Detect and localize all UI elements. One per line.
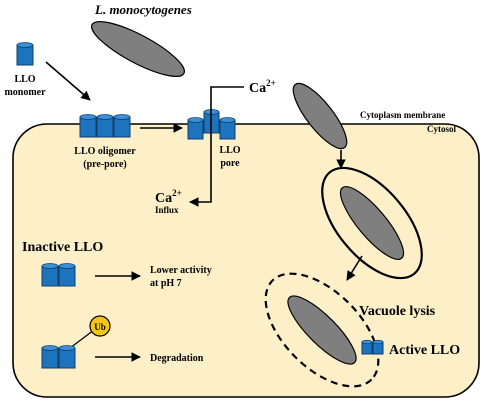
host-cell xyxy=(12,123,480,398)
pore-label-2: pore xyxy=(220,158,240,169)
oligomer-label: LLO oligomer xyxy=(74,146,136,157)
arrow-vacuole-to-lysis xyxy=(346,255,363,281)
ubiquitinated-llo-icon xyxy=(41,345,76,369)
bacterium-released xyxy=(287,295,357,365)
influx-label: Influx xyxy=(155,205,179,215)
bacterium-in-vacuole xyxy=(339,186,405,260)
ub-label: Ub xyxy=(94,322,106,332)
ca-influx-arrow xyxy=(189,86,244,207)
vacuole-lysis-label: Vacuole lysis xyxy=(359,304,436,319)
lower-activity-label: Lower activity xyxy=(150,265,212,276)
llo-monomer-label: LLO xyxy=(14,74,35,85)
inactive-llo-label: Inactive LLO xyxy=(22,240,103,255)
vacuole-intact xyxy=(321,166,423,280)
ca-influx-label: Ca2+ xyxy=(155,188,182,206)
pore-label: LLO xyxy=(219,145,240,156)
bacterium-entering xyxy=(292,82,348,150)
ca-extracellular-label: Ca2+ xyxy=(249,78,276,96)
lower-activity-label-2: at pH 7 xyxy=(150,278,182,289)
llo-oligomer-icon xyxy=(79,114,131,138)
bacterium-extracellular xyxy=(91,21,185,77)
llo-monomer-icon xyxy=(16,42,34,66)
active-llo-label: Active LLO xyxy=(389,343,460,358)
arrow-monomer-to-oligomer xyxy=(45,61,91,101)
cytosol-label: Cytosol xyxy=(427,124,456,134)
inactive-llo-icon xyxy=(41,263,76,287)
bacterium-label: L. monocytogenes xyxy=(94,2,192,17)
cytoplasm-membrane-label: Cytoplasm membrane xyxy=(360,110,445,120)
llo-monomer-label-2: monomer xyxy=(4,87,46,98)
ubiquitin-icon xyxy=(89,315,111,337)
ub-link xyxy=(69,329,95,349)
degradation-label: Degradation xyxy=(150,353,204,364)
oligomer-label-2: (pre-pore) xyxy=(83,159,127,170)
vacuole-lysed xyxy=(264,272,380,388)
active-llo-icon xyxy=(361,339,384,355)
